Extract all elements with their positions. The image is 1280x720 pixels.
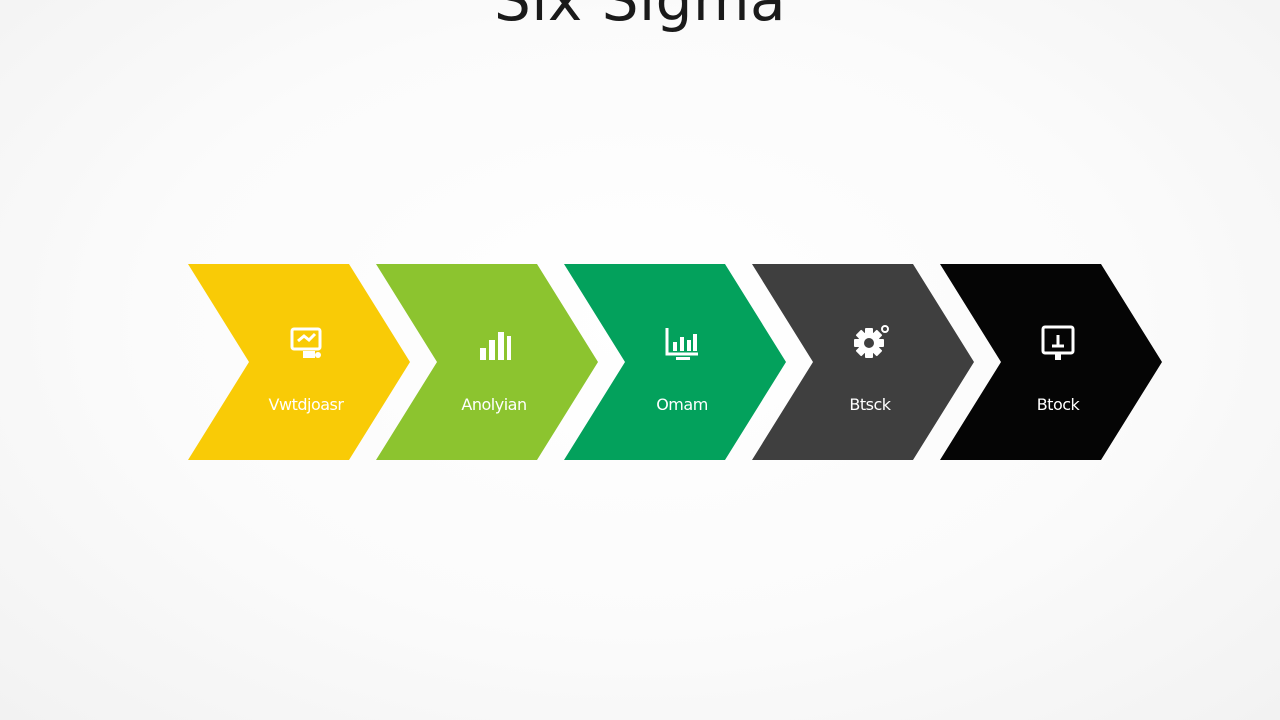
presentation-board-icon bbox=[286, 324, 326, 364]
gear-icon bbox=[850, 324, 890, 364]
pin-board-icon bbox=[1038, 324, 1078, 364]
step-label-2: Anolyian bbox=[461, 395, 527, 414]
page-title: Six Sigma bbox=[494, 0, 786, 34]
step-label-3: Omam bbox=[656, 395, 708, 414]
bar-chart-icon bbox=[474, 324, 514, 364]
step-label-4: Btsck bbox=[849, 395, 891, 414]
step-label-1: Vwtdjoasr bbox=[268, 395, 344, 414]
chart-monitor-icon bbox=[662, 324, 702, 364]
process-step-1: Vwtdjoasr bbox=[188, 264, 410, 460]
step-label-5: Btock bbox=[1036, 395, 1080, 414]
